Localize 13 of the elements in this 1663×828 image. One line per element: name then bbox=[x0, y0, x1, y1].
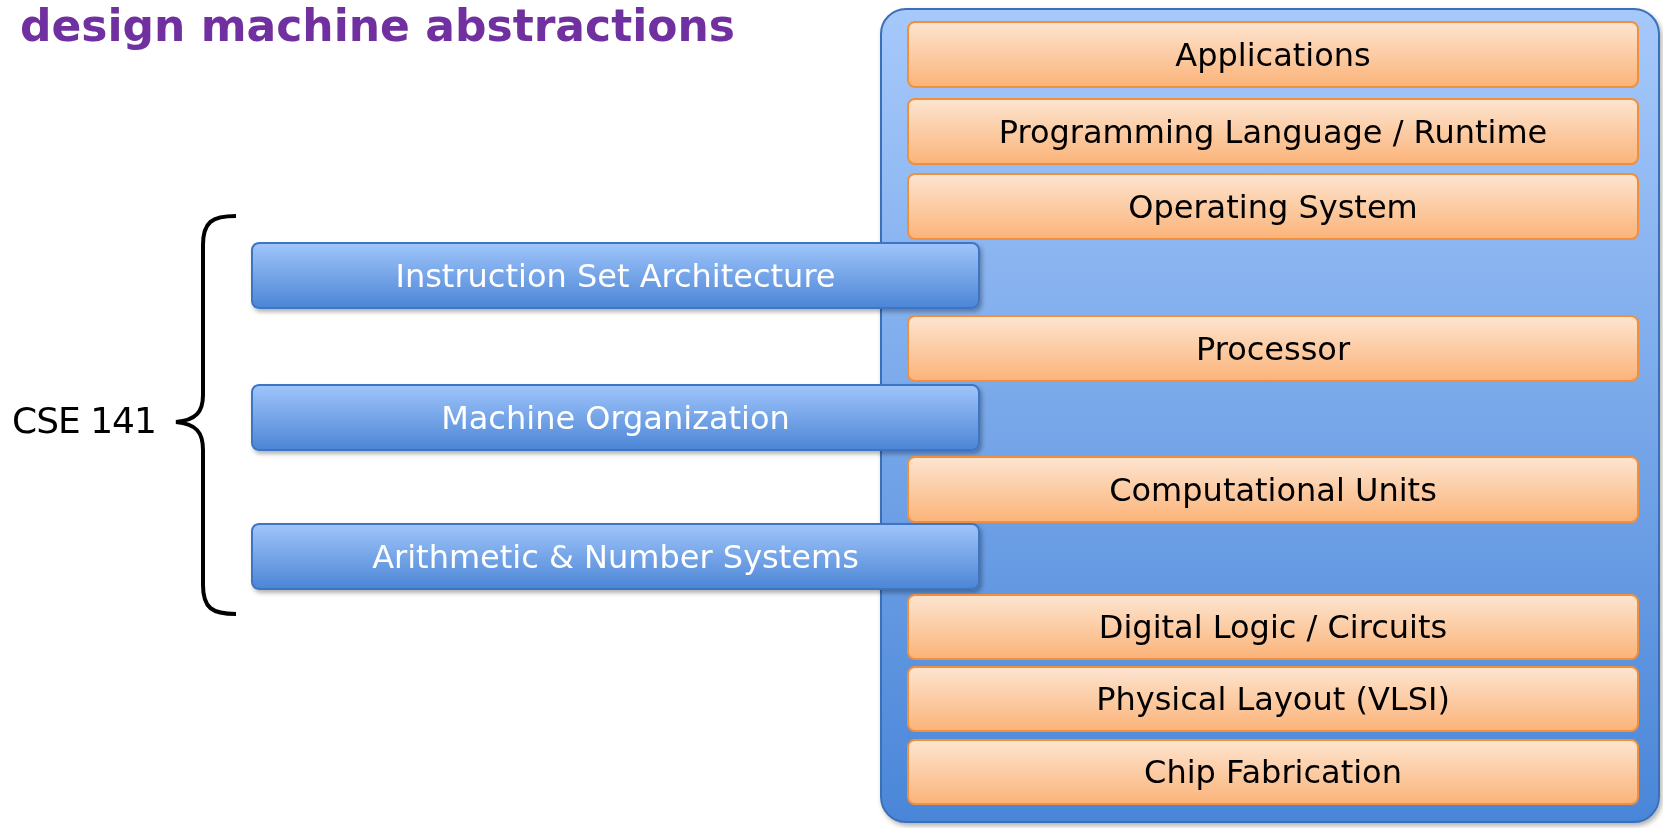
course-label: CSE 141 bbox=[12, 400, 156, 441]
layer-box: Processor bbox=[907, 315, 1639, 382]
layer-box: Chip Fabrication bbox=[907, 739, 1639, 805]
layer-box: Physical Layout (VLSI) bbox=[907, 666, 1639, 732]
layer-box: Computational Units bbox=[907, 456, 1639, 523]
layer-box: Programming Language / Runtime bbox=[907, 98, 1639, 165]
slide-title: design machine abstractions bbox=[20, 2, 735, 51]
layer-box: Digital Logic / Circuits bbox=[907, 594, 1639, 660]
layer-box: Applications bbox=[907, 21, 1639, 88]
layer-box: Instruction Set Architecture bbox=[251, 242, 980, 309]
layer-box: Machine Organization bbox=[251, 384, 980, 451]
layer-box: Arithmetic & Number Systems bbox=[251, 523, 980, 590]
layer-box: Operating System bbox=[907, 173, 1639, 240]
